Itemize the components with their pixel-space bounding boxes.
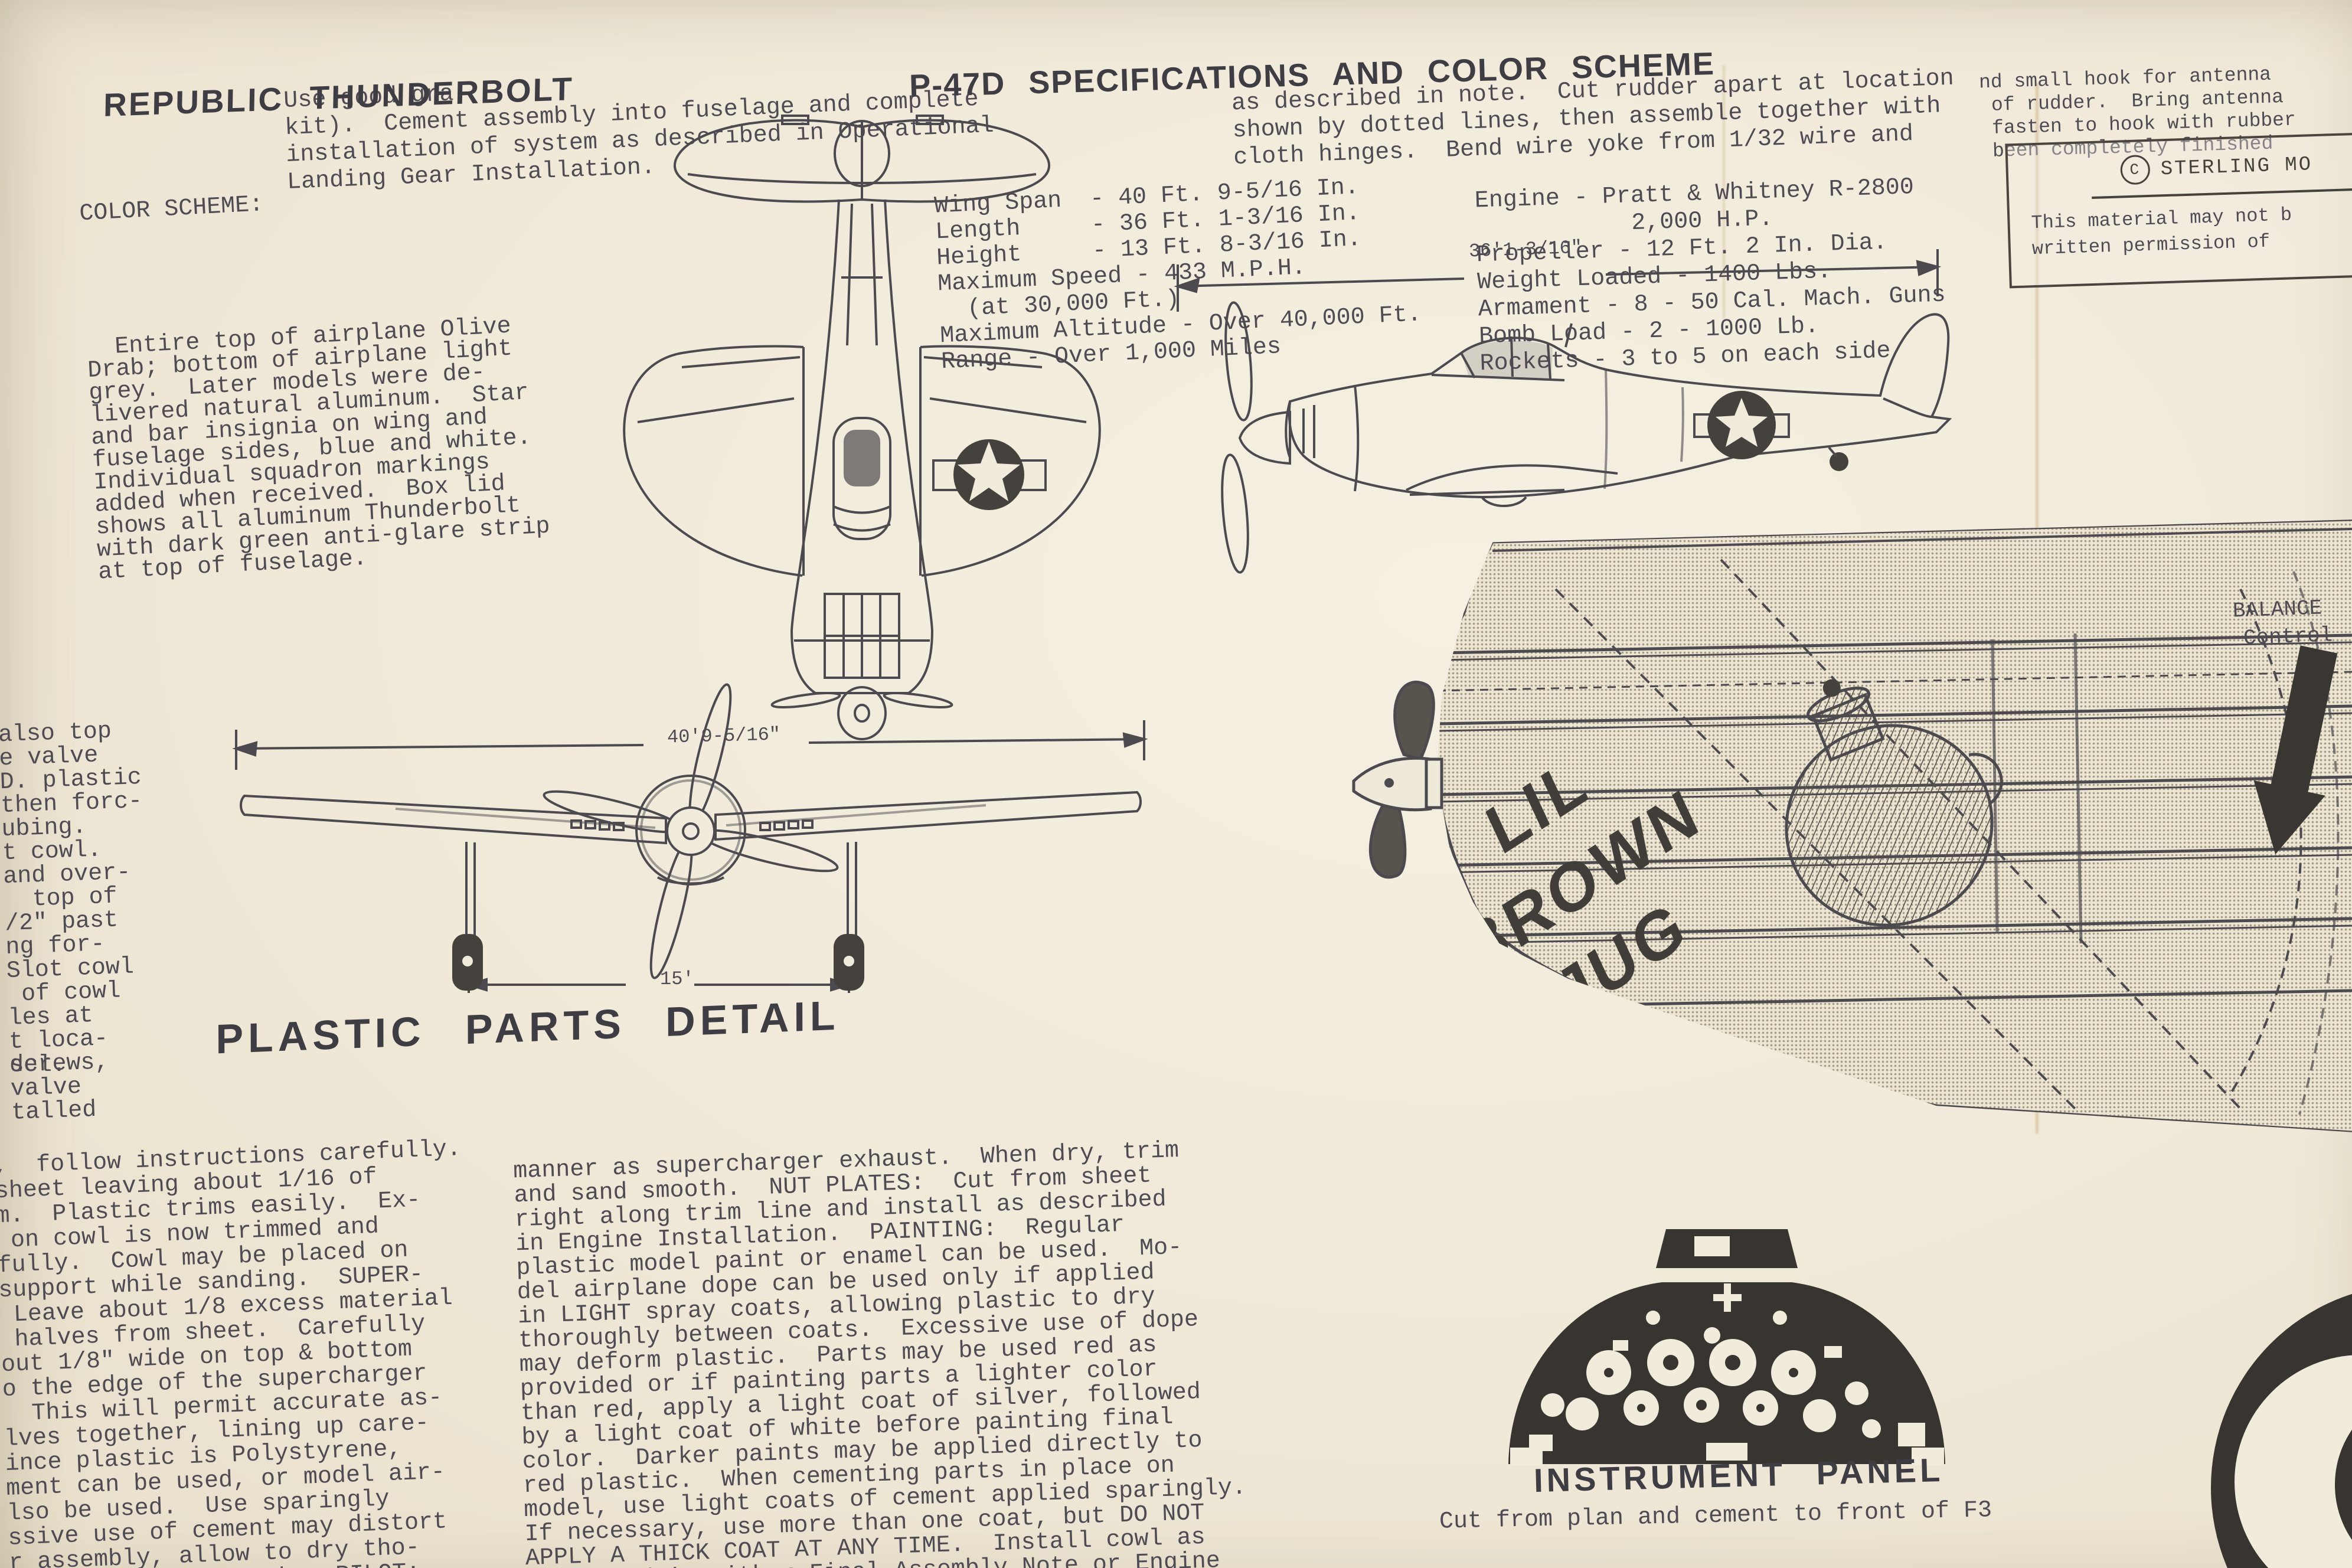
instrument-panel-drawing: [1508, 1229, 1945, 1465]
fold-crease-upper: [1723, 65, 1725, 319]
fuselage-roundel-art: [2211, 1293, 2352, 1568]
fuselage-star-insignia: [1693, 391, 1790, 459]
top-view-lines: [623, 115, 1101, 740]
side-view-lines: [1174, 249, 1952, 574]
p47-side-view-drawing: [1174, 249, 1952, 574]
propeller-spinner-drawing: [1352, 680, 1443, 879]
balance-arrow-icon: [2253, 645, 2338, 855]
main-wheels: [452, 934, 864, 991]
p47-front-view-drawing: [232, 683, 1148, 993]
gauge-needles: [1604, 1355, 1798, 1412]
nose-art-jug-drawing: [1785, 679, 2003, 927]
wing-star-insignia: [932, 439, 1047, 510]
model-word-fragment: del.: [9, 1052, 67, 1079]
tail-wheel: [1828, 446, 1848, 471]
wing-plan-structure: [1436, 520, 2352, 1132]
p47-top-view-drawing: [623, 115, 1101, 740]
wheel-track-dimension: 15': [660, 968, 694, 990]
